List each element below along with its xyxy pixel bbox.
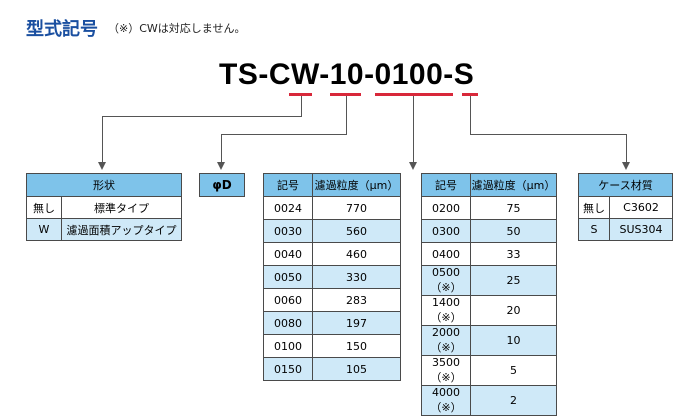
table-cell: 0500（※）	[421, 265, 471, 296]
connector-material	[470, 96, 471, 134]
underline-material	[462, 93, 478, 96]
connector-shape	[102, 116, 302, 117]
table-cell: W	[26, 218, 62, 241]
table-cell: 25	[470, 265, 557, 296]
table-cell: 0060	[263, 288, 313, 312]
table-header: 形状	[26, 173, 182, 197]
table-header: 記号	[421, 173, 471, 197]
table-cell: 0030	[263, 219, 313, 243]
table-cell: 33	[470, 242, 557, 266]
connector-material	[626, 134, 627, 162]
table-cell: 283	[312, 288, 401, 312]
connector-material	[470, 134, 626, 135]
underline-shape	[289, 93, 312, 96]
table-cell: 560	[312, 219, 401, 243]
note-text: （※）CWは対応しません。	[108, 22, 246, 35]
table-cell: 0150	[263, 357, 313, 381]
table-cell: 濾過面積アップタイプ	[61, 218, 182, 241]
table-cell: 2000（※）	[421, 325, 471, 356]
table-cell: 150	[312, 334, 401, 358]
table-cell: 50	[470, 219, 557, 243]
table-cell: S	[578, 218, 610, 241]
table-cell: 0400	[421, 242, 471, 266]
table-cell: 770	[312, 196, 401, 220]
table-cell: 460	[312, 242, 401, 266]
table-cell: 0200	[421, 196, 471, 220]
arrow-icon	[622, 162, 630, 170]
model-code: TS-CW-10-0100-S	[219, 58, 475, 91]
table-header: 濾過粒度（μm）	[470, 173, 557, 197]
table-cell: 0040	[263, 242, 313, 266]
table-cell: 無し	[578, 196, 610, 219]
arrow-icon	[98, 162, 106, 170]
table-cell: SUS304	[609, 218, 673, 241]
connector-diameter	[346, 96, 347, 134]
table-cell: 330	[312, 265, 401, 289]
table-cell: 4000（※）	[421, 385, 471, 416]
connector-diameter	[221, 134, 222, 162]
table-cell: 0100	[263, 334, 313, 358]
table-cell: C3602	[609, 196, 673, 219]
arrow-icon	[409, 162, 417, 170]
material-table: ケース材質 無し C3602 S SUS304	[578, 173, 673, 241]
diameter-label: φD	[199, 173, 245, 197]
table-cell: 2	[470, 385, 557, 416]
table-cell: 3500（※）	[421, 355, 471, 386]
table-header: ケース材質	[578, 173, 673, 197]
table-cell: 1400（※）	[421, 295, 471, 326]
table-cell: 0300	[421, 219, 471, 243]
table-cell: 10	[470, 325, 557, 356]
connector-shape	[301, 96, 302, 116]
arrow-icon	[217, 162, 225, 170]
table-cell: 無し	[26, 196, 62, 219]
table-cell: 5	[470, 355, 557, 386]
table-cell: 20	[470, 295, 557, 326]
table-cell: 197	[312, 311, 401, 335]
table-cell: 105	[312, 357, 401, 381]
table-header: 濾過粒度（μm）	[312, 173, 401, 197]
table-cell: 標準タイプ	[61, 196, 182, 219]
underline-diameter	[330, 93, 361, 96]
underline-filter	[375, 93, 453, 96]
table-cell: 75	[470, 196, 557, 220]
table-cell: 0080	[263, 311, 313, 335]
table-cell: 0024	[263, 196, 313, 220]
table-header: 記号	[263, 173, 313, 197]
connector-filter	[413, 96, 414, 162]
connector-shape	[102, 116, 103, 162]
connector-diameter	[221, 134, 347, 135]
shape-table: 形状 無し 標準タイプ W 濾過面積アップタイプ	[26, 173, 182, 241]
table-cell: 0050	[263, 265, 313, 289]
page-title: 型式記号	[26, 19, 98, 40]
